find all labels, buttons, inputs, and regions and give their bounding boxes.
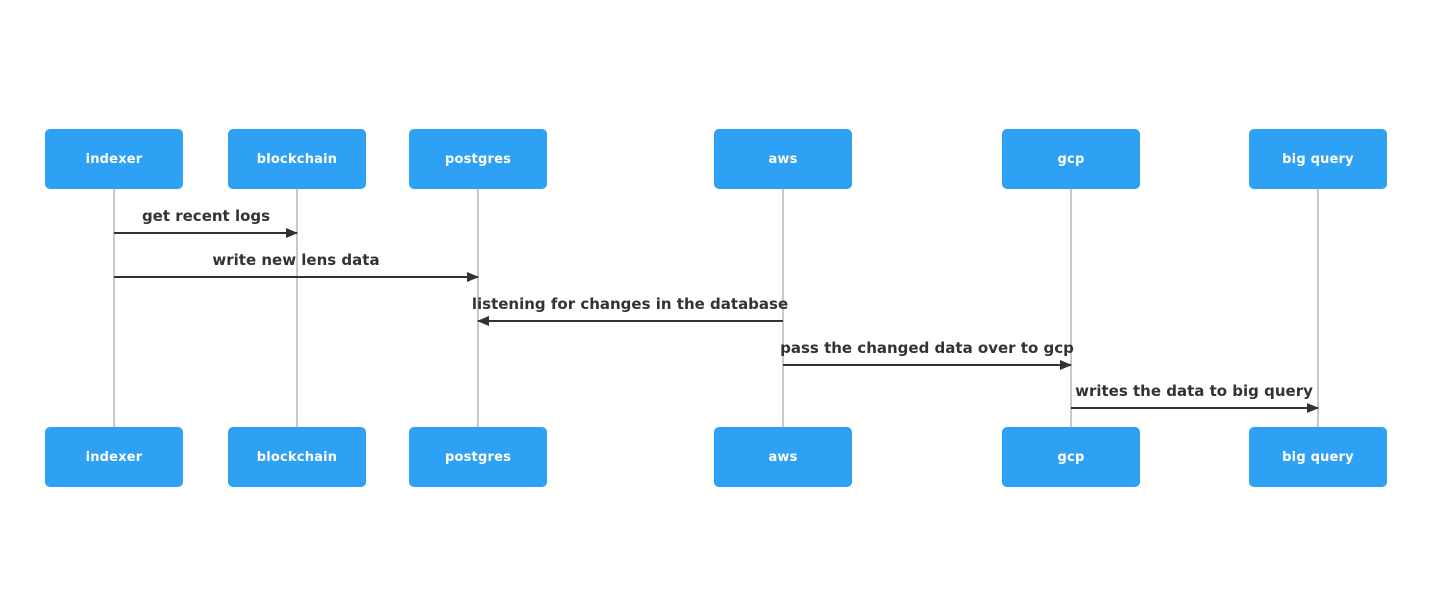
actor-label: big query [1282,449,1354,465]
lifeline-blockchain [296,189,298,427]
actor-bottom-gcp: gcp [1002,427,1140,487]
actor-bottom-aws: aws [714,427,852,487]
actor-label: postgres [444,449,512,465]
message-arrow-aws-to-postgres [477,315,783,326]
actor-top-indexer: indexer [45,129,183,189]
actor-label: aws [768,151,798,167]
lifeline-gcp [1070,189,1072,427]
actor-label: big query [1282,151,1354,167]
actor-label: indexer [85,449,143,465]
actor-label: blockchain [256,151,338,167]
message-label-listening-for-changes: listening for changes in the database [471,295,789,313]
lifeline-big-query [1317,189,1319,427]
lifeline-indexer [113,189,115,427]
message-label-writes-data-to-big-query: writes the data to big query [1075,382,1313,400]
lifeline-postgres [477,189,479,427]
actor-label: gcp [1057,151,1085,167]
message-arrow-indexer-to-blockchain [114,227,298,238]
actor-top-gcp: gcp [1002,129,1140,189]
actor-bottom-big-query: big query [1249,427,1387,487]
arrowhead-right-icon [1307,402,1319,413]
message-label-pass-changed-data: pass the changed data over to gcp [780,339,1074,357]
message-arrow-gcp-to-big-query [1071,402,1319,413]
message-label-write-new-lens-data: write new lens data [212,251,380,269]
arrowhead-right-icon [286,227,298,238]
arrowhead-right-icon [1060,359,1072,370]
actor-bottom-postgres: postgres [409,427,547,487]
actor-top-postgres: postgres [409,129,547,189]
actor-label: aws [768,449,798,465]
message-arrow-aws-to-gcp [783,359,1072,370]
actor-label: postgres [444,151,512,167]
actor-top-big-query: big query [1249,129,1387,189]
actor-bottom-indexer: indexer [45,427,183,487]
actor-label: blockchain [256,449,338,465]
actor-top-aws: aws [714,129,852,189]
arrowhead-left-icon [477,315,489,326]
message-label-get-recent-logs: get recent logs [141,207,271,225]
actor-bottom-blockchain: blockchain [228,427,366,487]
actor-top-blockchain: blockchain [228,129,366,189]
message-arrow-indexer-to-postgres [114,271,479,282]
lifeline-aws [782,189,784,427]
arrowhead-right-icon [467,271,479,282]
actor-label: gcp [1057,449,1085,465]
actor-label: indexer [85,151,143,167]
